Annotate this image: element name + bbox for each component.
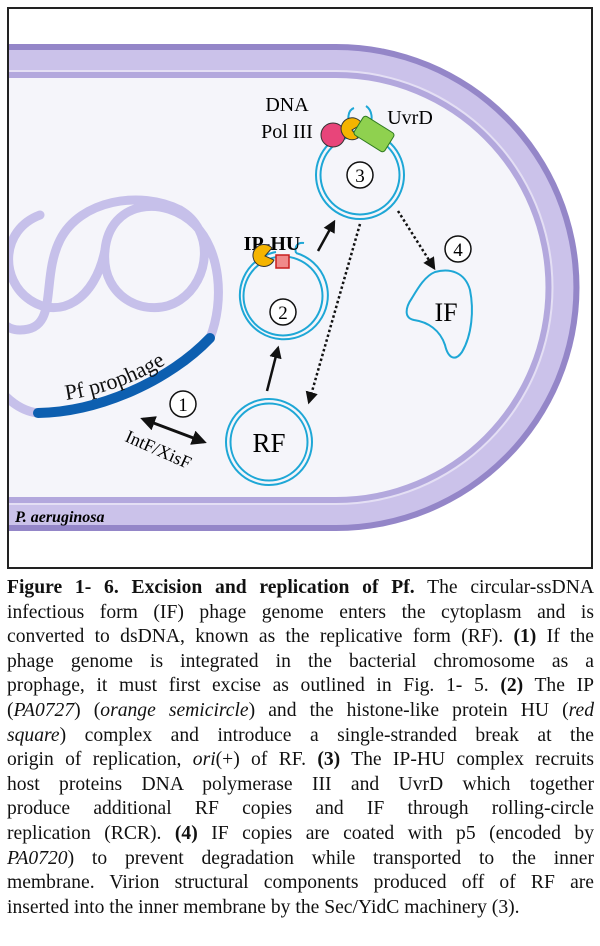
svg-text:3: 3 [355,166,365,187]
caption-line: Figure 1- 6. Excision and replication of… [7,576,594,601]
caption-segment: (1) [513,626,537,648]
caption-line: inserted into the inner membrane by the … [7,896,594,921]
caption-line: (PA0727) (orange semicircle) and the his… [7,699,594,724]
caption-segment: converted to dsDNA, known as the replica… [7,626,514,648]
arrow-2-to-3 [316,219,336,252]
pf-prophage [33,333,215,418]
caption-segment: produce additional RF copies and IF thro… [7,798,594,820]
arrow-rf-to-2 [265,345,282,392]
uvrd-icon [353,115,395,153]
caption-segment: ) and the histone-like protein HU ( [248,699,569,721]
caption-segment: prophage, it must first excise as outlin… [7,675,501,697]
caption-segment: red [568,699,595,721]
caption-segment: phage genome is integrated in the bacter… [7,650,594,672]
svg-text:2: 2 [278,303,288,324]
caption-segment: Figure 1- 6. Excision and replication of… [7,577,415,598]
caption-segment: The circular-ssDNA [414,577,594,598]
uvrd-label: UvrD [387,107,433,129]
dna-label: DNA [265,94,309,116]
svg-text:1: 1 [178,395,188,416]
caption-line: produce additional RF copies and IF thro… [7,797,594,822]
arrow-3-to-rf [305,223,362,405]
rf-circle: RF [225,398,313,486]
bacterial-chromosome [9,195,223,418]
caption-segment: IF copies are coated with p5 (encoded by [197,822,594,844]
caption-segment: (3) [317,749,341,771]
caption-segment: replication (RCR). [7,822,175,844]
caption-segment: The IP-HU complex recruits [340,749,595,771]
step-2-circle: 2 [238,241,329,341]
caption-segment: host proteins DNA polymerase III and Uvr… [7,773,594,795]
caption-segment: ) to prevent degradation while transport… [67,847,594,869]
cell-membrane [9,44,580,531]
ip-hu-label: IP-HU [244,233,301,255]
caption-segment: If the [536,626,594,648]
caption-line: phage genome is integrated in the bacter… [7,650,594,675]
caption-line: membrane. Virion structural components p… [7,871,594,896]
caption-segment: orange semicircle [100,699,249,721]
caption-segment: membrane. Virion structural components p… [7,872,594,894]
caption-segment: PA0720 [7,847,68,869]
svg-text:RF: RF [252,428,285,458]
hu-square-icon [275,254,290,269]
svg-text:IF: IF [434,298,457,327]
caption-segment: infectious form (IF) phage genome enters… [7,601,594,623]
caption-segment: The IP [523,675,595,697]
caption-segment: ori [192,749,216,771]
svg-text:4: 4 [453,240,463,261]
caption-segment: ) complex and introduce a single-strande… [59,724,594,746]
step-4-marker: 4 [444,235,472,263]
caption-line: square) complex and introduce a single-s… [7,724,594,749]
pol-iii-label: Pol III [261,121,313,143]
caption-line: converted to dsDNA, known as the replica… [7,625,594,650]
figure-caption: Figure 1- 6. Excision and replication of… [7,576,594,920]
caption-line: host proteins DNA polymerase III and Uvr… [7,773,594,798]
caption-segment: square [7,724,60,746]
excision-arrow [140,416,207,445]
caption-segment: inserted into the inner membrane by the … [7,896,520,918]
caption-line: replication (RCR). (4) IF copies are coa… [7,822,594,847]
caption-segment: origin of replication, [7,749,193,771]
ip-semicircle-icon [252,244,275,267]
caption-line: origin of replication, ori(+) of RF. (3)… [7,748,594,773]
caption-line: PA0720) to prevent degradation while tra… [7,847,594,872]
caption-segment: ( [7,699,14,721]
caption-line: prophage, it must first excise as outlin… [7,674,594,699]
caption-line: infectious form (IF) phage genome enters… [7,601,594,626]
arrow-3-to-if [396,210,436,271]
if-genome: IF [405,269,473,359]
organism-label: P. aeruginosa [14,509,105,526]
step-1-marker: 1 [169,390,197,418]
pf-replication-diagram: Pf prophage 1 IntF/XisF RF 2 IP-HU [7,7,593,569]
caption-segment: ) ( [74,699,101,721]
caption-segment: (2) [500,675,524,697]
caption-segment: (+) of RF. [215,749,318,771]
caption-segment: (4) [174,822,198,844]
caption-segment: PA0727 [13,699,75,721]
